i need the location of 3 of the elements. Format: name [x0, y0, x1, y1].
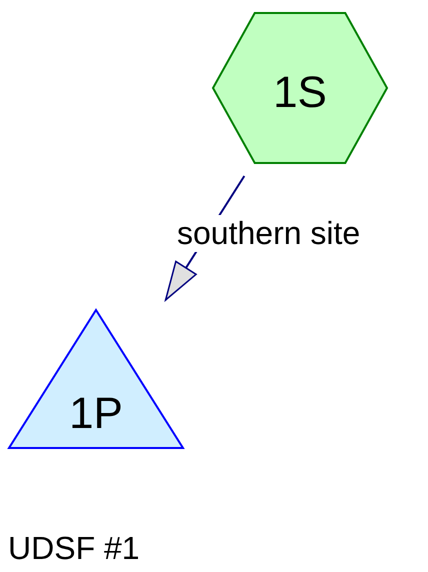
node-label: 1P: [69, 392, 123, 436]
diagram-label: UDSF #1: [8, 530, 140, 567]
node-label: 1S: [273, 71, 327, 115]
